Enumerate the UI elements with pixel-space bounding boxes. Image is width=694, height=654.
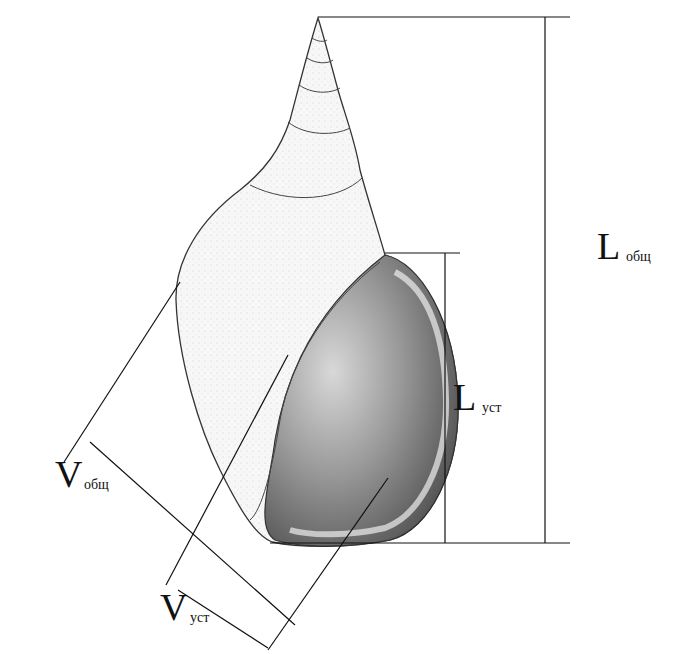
dimension-subscript: общ [84, 478, 109, 492]
dimension-subscript: общ [626, 250, 651, 264]
dimension-letter: L [453, 378, 476, 416]
dimension-subscript: уст [190, 611, 209, 625]
dimension-lines [64, 17, 570, 650]
dimension-letter: V [55, 455, 82, 493]
dimension-letter: L [597, 227, 620, 265]
dimension-subscript: уст [482, 401, 501, 415]
shell [176, 18, 458, 546]
dimension-letter: V [160, 588, 187, 626]
